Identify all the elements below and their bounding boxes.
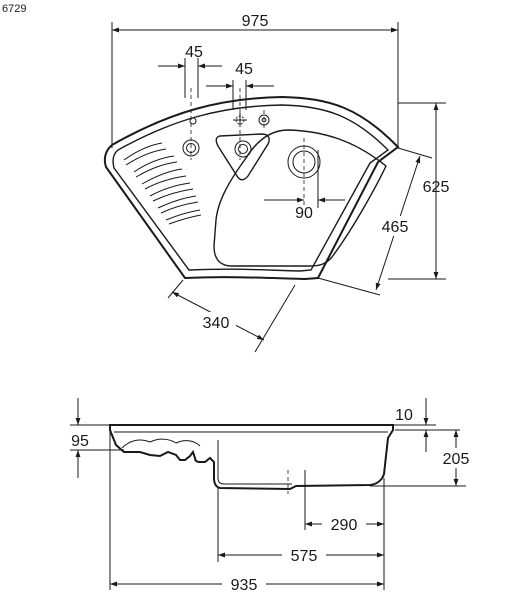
- sink-outline: [103, 95, 400, 281]
- overflow-hole-icon: [189, 117, 197, 125]
- side-view: 95 10 205 290 575 935: [70, 398, 478, 594]
- drawing-code: 6729: [2, 3, 26, 15]
- dimension-45-left: 45: [185, 44, 203, 61]
- top-view: 975 45 45 625 465 90 340: [103, 13, 450, 353]
- dimension-205: 205: [443, 451, 470, 468]
- dimension-935: 935: [231, 577, 258, 594]
- small-drain-inner: [238, 144, 248, 154]
- dimension-465: 465: [382, 219, 409, 236]
- dimension-45-right: 45: [235, 61, 253, 78]
- dimension-95: 95: [71, 433, 89, 450]
- small-drain-outer: [234, 140, 252, 158]
- dimension-625: 625: [423, 179, 450, 196]
- dimension-90: 90: [295, 205, 313, 222]
- dimension-290: 290: [331, 517, 358, 534]
- dimension-975: 975: [242, 13, 269, 30]
- dimension-10: 10: [395, 407, 413, 424]
- dimension-340: 340: [203, 315, 230, 332]
- drainer-ribs: [123, 142, 202, 225]
- sink-rim-inner: [112, 104, 390, 272]
- side-rim: [109, 424, 394, 491]
- dimension-575: 575: [291, 548, 318, 565]
